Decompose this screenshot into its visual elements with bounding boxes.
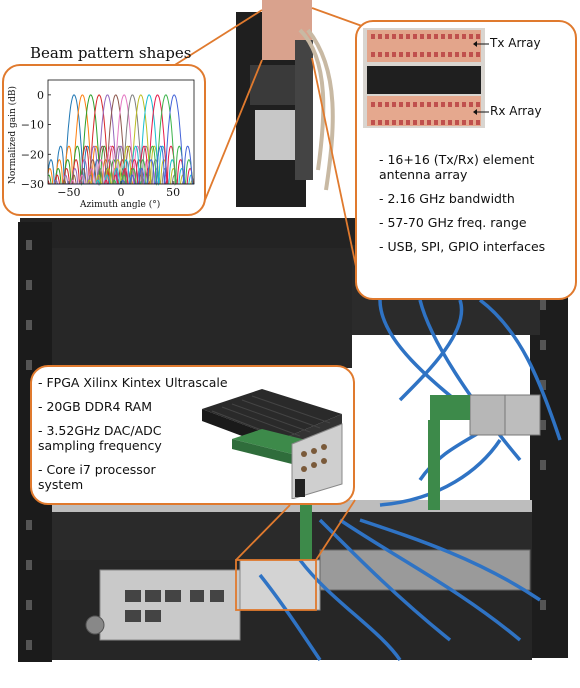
y-axis-label: Normalized gain (dB): [7, 86, 18, 184]
antenna-element: [399, 120, 403, 125]
antenna-element: [420, 34, 424, 39]
fpga-spec-list: - FPGA Xilinx Kintex Ultrascale - 20GB D…: [38, 375, 228, 501]
antenna-element: [434, 120, 438, 125]
antenna-element: [371, 102, 375, 107]
beam-pattern-callout: 0 −10 −20 −30 −50 0 50 Normalized gain (dB) A…: [2, 64, 206, 216]
y-tick-label: −10: [21, 119, 44, 132]
antenna-element: [413, 34, 417, 39]
antenna-element: [448, 34, 452, 39]
antenna-element: [399, 34, 403, 39]
fpga-bullet: - 3.52GHz DAC/ADC sampling frequency: [38, 423, 162, 453]
antenna-element: [476, 120, 480, 125]
spec-bullet: - 57-70 GHz freq. range: [379, 215, 527, 230]
antenna-element: [441, 52, 445, 57]
antenna-element: [434, 102, 438, 107]
x-axis-ticks: −50 0 50: [57, 181, 180, 199]
fpga-bullet: - Core i7 processor system: [38, 462, 156, 492]
antenna-element: [420, 120, 424, 125]
antenna-element: [385, 34, 389, 39]
antenna-element: [392, 120, 396, 125]
antenna-element: [441, 34, 445, 39]
antenna-element: [455, 102, 459, 107]
antenna-element: [406, 34, 410, 39]
antenna-element: [392, 52, 396, 57]
antenna-element: [455, 34, 459, 39]
antenna-element: [371, 120, 375, 125]
spec-bullet: - 16+16 (Tx/Rx) element antenna array: [379, 152, 535, 182]
antenna-element: [378, 34, 382, 39]
antenna-element: [476, 34, 480, 39]
antenna-element: [448, 52, 452, 57]
antenna-element: [441, 102, 445, 107]
antenna-element: [399, 52, 403, 57]
fpga-board-photo: [202, 389, 343, 499]
antenna-elements: [371, 34, 480, 125]
fpga-bullet: - FPGA Xilinx Kintex Ultrascale: [38, 375, 228, 390]
x-tick-label: 0: [118, 186, 125, 199]
antenna-element: [427, 34, 431, 39]
antenna-element: [420, 102, 424, 107]
antenna-element: [434, 34, 438, 39]
beam-pattern-chart: 0 −10 −20 −30 −50 0 50 Normalized gain (dB) A…: [7, 79, 195, 210]
antenna-element: [462, 52, 466, 57]
antenna-element: [427, 120, 431, 125]
antenna-element: [413, 120, 417, 125]
antenna-spec-list: - 16+16 (Tx/Rx) element antenna array - …: [379, 152, 569, 263]
antenna-element: [371, 34, 375, 39]
x-tick-label: −50: [57, 186, 80, 199]
rf-cables: [258, 298, 562, 661]
antenna-element: [406, 120, 410, 125]
antenna-element: [378, 102, 382, 107]
antenna-element: [469, 102, 473, 107]
antenna-element: [385, 102, 389, 107]
antenna-element: [455, 120, 459, 125]
antenna-element: [420, 52, 424, 57]
antenna-element: [378, 120, 382, 125]
antenna-element: [462, 120, 466, 125]
antenna-module: [236, 0, 335, 207]
antenna-element: [469, 34, 473, 39]
y-tick-label: −30: [21, 178, 44, 191]
tx-array-label: Tx Array: [490, 36, 541, 50]
antenna-element: [399, 102, 403, 107]
antenna-element: [434, 52, 438, 57]
antenna-element: [476, 52, 480, 57]
antenna-element: [441, 120, 445, 125]
rf-mixers: [430, 394, 541, 436]
antenna-element: [371, 52, 375, 57]
x-axis-label: Azimuth angle (°): [79, 199, 160, 210]
antenna-element: [406, 52, 410, 57]
antenna-element: [392, 34, 396, 39]
rx-array-label: Rx Array: [490, 104, 542, 118]
spec-bullet: - USB, SPI, GPIO interfaces: [379, 239, 546, 254]
antenna-element: [406, 102, 410, 107]
x-tick-label: 50: [166, 186, 180, 199]
y-axis-ticks: 0 −10 −20 −30: [21, 89, 51, 191]
antenna-element: [462, 34, 466, 39]
antenna-element: [413, 52, 417, 57]
antenna-element: [385, 52, 389, 57]
antenna-element: [427, 102, 431, 107]
antenna-array-photo: [363, 28, 489, 128]
y-tick-label: −20: [21, 148, 44, 161]
antenna-element: [455, 52, 459, 57]
antenna-element: [469, 52, 473, 57]
antenna-element: [462, 102, 466, 107]
beam-pattern-title: Beam pattern shapes: [30, 44, 192, 62]
antenna-element: [448, 120, 452, 125]
antenna-element: [392, 102, 396, 107]
antenna-element: [378, 52, 382, 57]
antenna-element: [385, 120, 389, 125]
y-tick-label: 0: [37, 89, 44, 102]
antenna-element: [476, 102, 480, 107]
antenna-element: [448, 102, 452, 107]
spec-bullet: - 2.16 GHz bandwidth: [379, 191, 515, 206]
antenna-element: [469, 120, 473, 125]
antenna-element: [413, 102, 417, 107]
fpga-bullet: - 20GB DDR4 RAM: [38, 399, 153, 414]
antenna-element: [427, 52, 431, 57]
fpga-spec-callout: - FPGA Xilinx Kintex Ultrascale - 20GB D…: [30, 365, 355, 505]
beam-lines: [47, 94, 195, 186]
antenna-spec-callout: Tx Array Rx Array - 16+16 (Tx/Rx) elemen…: [355, 20, 577, 300]
